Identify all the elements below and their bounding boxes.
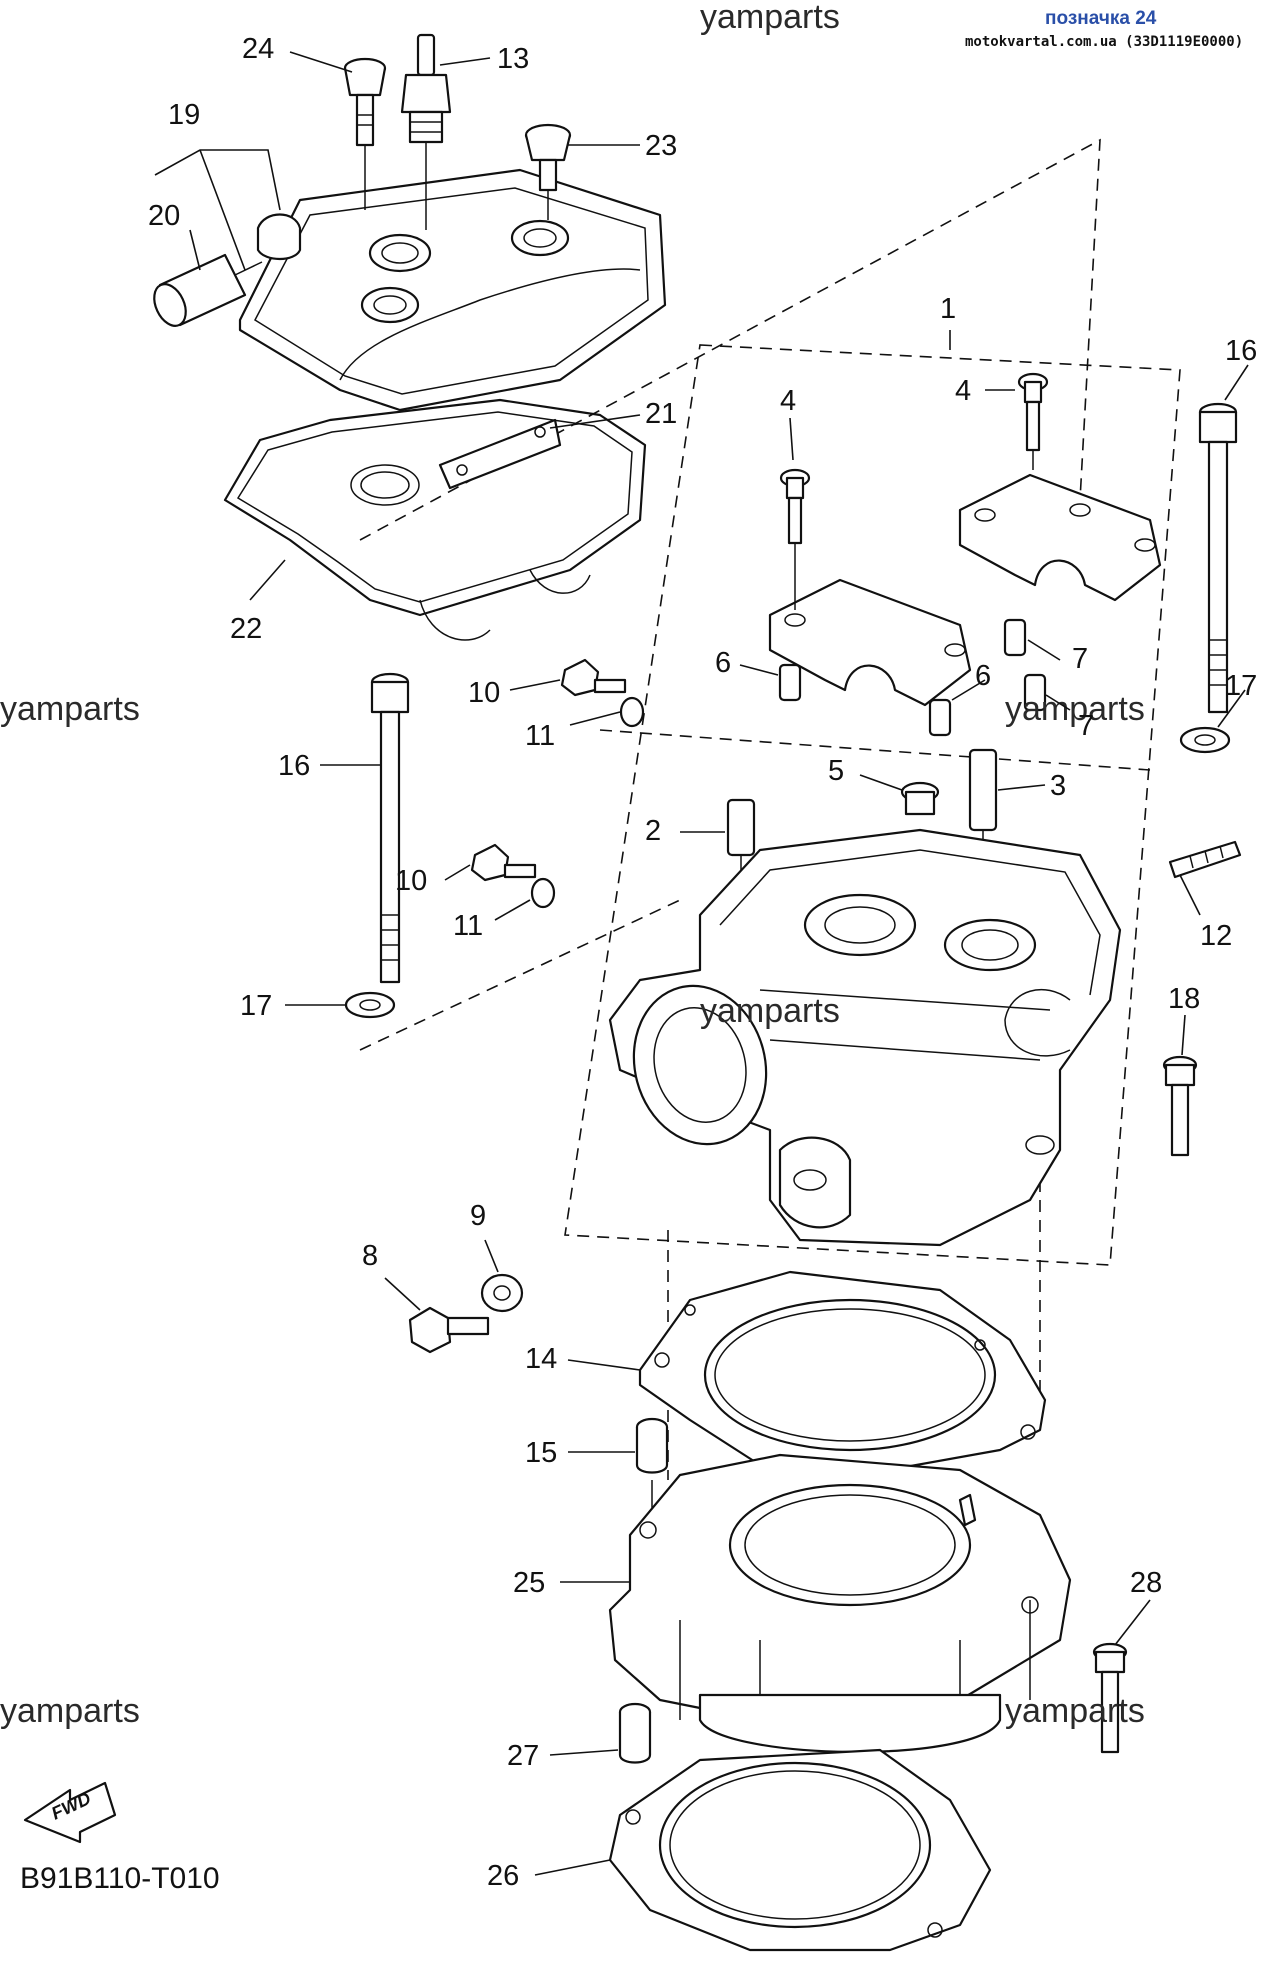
callout-9: 9	[470, 1200, 486, 1232]
callout-26: 26	[487, 1860, 519, 1892]
callout-13: 13	[497, 43, 529, 75]
stud-12	[1168, 840, 1242, 879]
callout-6a: 6	[715, 647, 731, 679]
washer-17-left	[344, 991, 396, 1019]
callout-28: 28	[1130, 1567, 1162, 1599]
watermark-left-upper: yamparts	[0, 690, 140, 728]
dowel-7a	[1003, 618, 1027, 657]
callout-1: 1	[940, 293, 956, 325]
cover-bolt-23	[524, 123, 572, 220]
callout-15: 15	[525, 1437, 557, 1469]
bolt-10-upper	[560, 658, 627, 697]
breather-pipe	[153, 253, 263, 327]
callout-20: 20	[148, 200, 180, 232]
cylinder	[608, 1453, 1072, 1753]
watermark-left-lower: yamparts	[0, 1692, 140, 1730]
callout-5: 5	[828, 755, 844, 787]
callout-7a: 7	[1072, 643, 1088, 675]
callout-8: 8	[362, 1240, 378, 1272]
callout-17a: 17	[1225, 670, 1257, 702]
camshaft-cap-right	[958, 388, 1162, 602]
watermark-top: yamparts	[700, 0, 840, 36]
watermark-center: yamparts	[700, 992, 840, 1030]
callout-16b: 16	[278, 750, 310, 782]
callout-23: 23	[645, 130, 677, 162]
watermark-right-upper: yamparts	[1005, 690, 1145, 728]
callout-27: 27	[507, 1740, 539, 1772]
stud-bolt-16-right	[1198, 402, 1238, 714]
callout-24: 24	[242, 33, 274, 65]
cylinder-base-gasket	[608, 1748, 992, 1952]
valve-cover-gasket	[223, 398, 647, 641]
callout-14: 14	[525, 1343, 557, 1375]
bolt-18	[1162, 1055, 1198, 1157]
guide-plate	[438, 418, 562, 490]
header-site: motokvartal.com.ua (33D1119E0000)	[965, 34, 1243, 50]
callout-4b: 4	[955, 375, 971, 407]
valve-cover	[238, 168, 667, 412]
bolt-10-lower	[470, 843, 537, 882]
callout-19: 19	[168, 99, 200, 131]
washer-11-lower	[530, 877, 556, 909]
callout-3: 3	[1050, 770, 1066, 802]
callout-2: 2	[645, 815, 661, 847]
callout-4a: 4	[780, 385, 796, 417]
fwd-arrow: FWD	[23, 1781, 117, 1844]
callout-11a: 11	[525, 720, 555, 752]
callout-12: 12	[1200, 920, 1232, 952]
cap-bolt-4a	[779, 468, 811, 545]
callout-25: 25	[513, 1567, 545, 1599]
plug-5	[900, 781, 940, 816]
header-label: позначка 24	[1045, 8, 1157, 29]
washer-11-upper	[619, 696, 645, 728]
dowel-6b	[928, 698, 952, 737]
callout-18: 18	[1168, 983, 1200, 1015]
cover-bolt-24	[343, 57, 387, 210]
washer-9	[480, 1273, 524, 1313]
cylinder-head	[608, 828, 1122, 1247]
callouts: 1 2 3 4 4 5 6 6 7 7 8 9 10 10 11 11 12 1…	[148, 33, 1257, 1892]
callout-16a: 16	[1225, 335, 1257, 367]
spark-plug	[400, 33, 452, 230]
callout-22: 22	[230, 613, 262, 645]
callout-17b: 17	[240, 990, 272, 1022]
bolt-28	[1092, 1642, 1128, 1754]
dowel-27	[618, 1702, 652, 1764]
callout-6b: 6	[975, 660, 991, 692]
dowel-6a	[778, 663, 802, 702]
stud-bolt-16-left	[370, 672, 410, 984]
washer-17-right	[1179, 726, 1231, 754]
bolt-8	[408, 1306, 490, 1354]
callout-10a: 10	[468, 677, 500, 709]
dowel-7b	[1023, 673, 1047, 712]
callout-7b: 7	[1078, 710, 1094, 742]
cylinder-head-gasket	[638, 1270, 1047, 1477]
cap-bolt-4b	[1017, 372, 1049, 452]
callout-10b: 10	[395, 865, 427, 897]
leader-lines	[154, 51, 1249, 1876]
dowel-15	[635, 1417, 669, 1540]
diagram-code: B91B110-T010	[20, 1862, 220, 1895]
callout-11b: 11	[453, 910, 483, 942]
watermark-right-lower: yamparts	[1005, 1692, 1145, 1730]
callout-21: 21	[645, 398, 677, 430]
